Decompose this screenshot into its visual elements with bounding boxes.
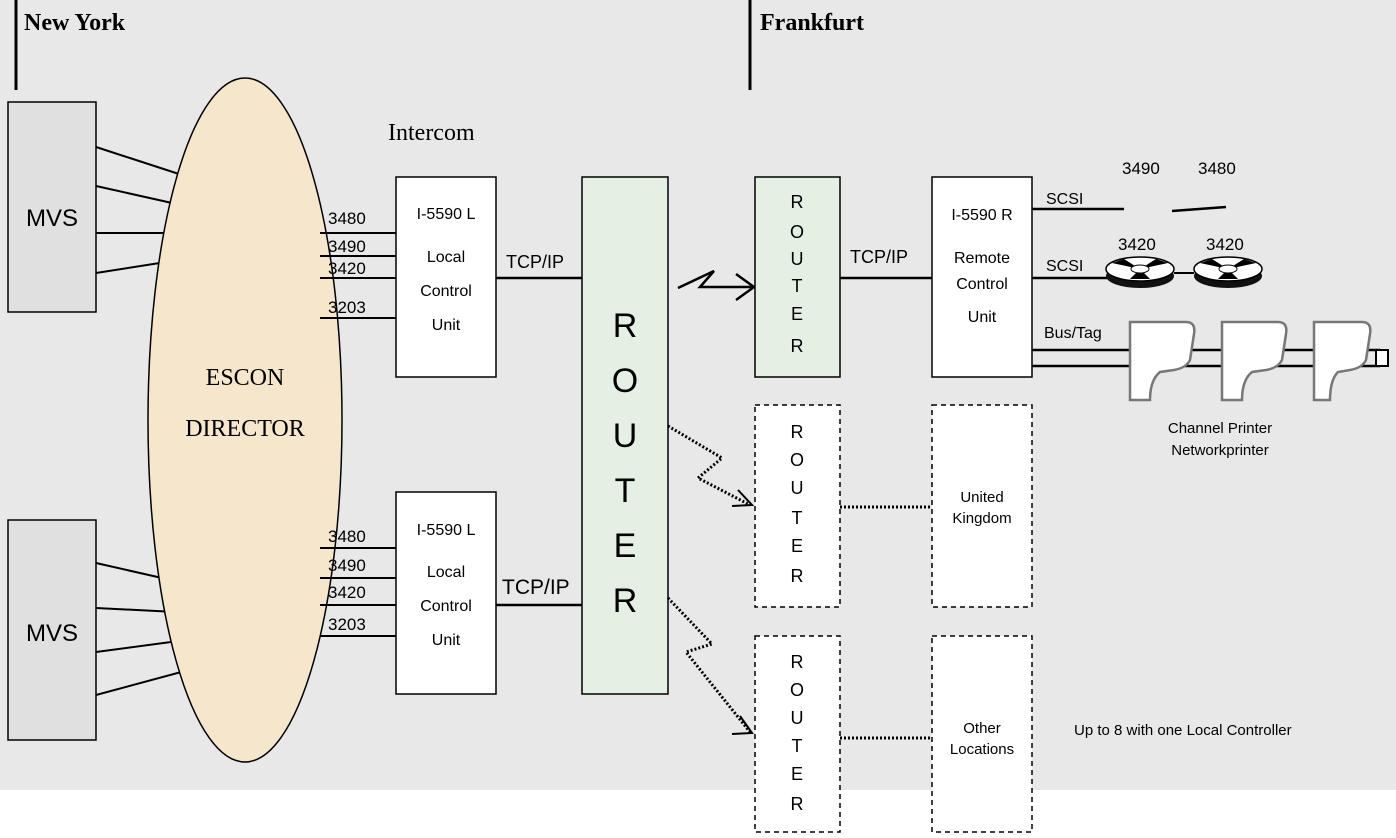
svg-text:R: R	[613, 307, 638, 345]
svg-text:R: R	[791, 652, 804, 672]
channel-label-3420-bottom: 3420	[328, 583, 366, 602]
svg-text:E: E	[791, 764, 803, 784]
channel-label-3203-top: 3203	[328, 298, 366, 317]
local-unit-title-bottom: I-5590 L	[417, 522, 476, 539]
mvs-box-top	[7, 101, 97, 313]
bus-tag-terminator	[1375, 349, 1389, 367]
reel-label-3420-right: 3420	[1206, 235, 1244, 254]
local-unit-line3-bottom: Unit	[432, 632, 461, 649]
local-unit-title-top: I-5590 L	[417, 206, 476, 223]
svg-text:U: U	[791, 249, 804, 269]
svg-text:R: R	[791, 336, 804, 356]
svg-text:U: U	[791, 708, 804, 728]
svg-text:O: O	[790, 222, 804, 242]
tape-reel-left-icon	[1105, 256, 1175, 288]
escon-label-line2: DIRECTOR	[185, 416, 305, 442]
escon-label-line1: ESCON	[206, 365, 285, 391]
other-label-line1: Other	[963, 720, 1001, 737]
router-other	[754, 635, 841, 833]
controller-note: Up to 8 with one Local Controller	[1074, 722, 1292, 739]
remote-unit-line3: Unit	[968, 309, 997, 326]
other-location-box	[931, 635, 1033, 833]
frankfurt-label: Frankfurt	[760, 10, 864, 36]
local-control-unit-bottom	[395, 491, 497, 695]
bus-tag-label: Bus/Tag	[1044, 325, 1102, 342]
channel-printer-1-icon	[1128, 320, 1196, 402]
uk-location-box	[931, 404, 1033, 608]
intercom-label: Intercom	[388, 120, 475, 146]
svg-text:T: T	[615, 472, 636, 510]
printers-label-line2: Networkprinter	[1171, 442, 1269, 459]
uk-label-line2: Kingdom	[952, 510, 1011, 527]
svg-text:T: T	[792, 508, 803, 528]
wan-link-frankfurt	[677, 269, 757, 302]
channel-links-top	[320, 232, 396, 319]
scsi-label-reels: SCSI	[1046, 258, 1083, 275]
router-uk	[754, 404, 841, 608]
svg-text:U: U	[791, 478, 804, 498]
escon-director	[147, 77, 343, 763]
svg-text:R: R	[791, 192, 804, 212]
main-router-letters: R O U T E R	[612, 307, 638, 620]
remote-unit-line1: Remote	[954, 250, 1010, 267]
svg-text:R: R	[613, 582, 638, 620]
other-label-line2: Locations	[950, 741, 1014, 758]
svg-text:R: R	[791, 422, 804, 442]
channel-label-3480-bottom: 3480	[328, 527, 366, 546]
svg-text:U: U	[613, 417, 638, 455]
mvs-label-top: MVS	[26, 205, 78, 232]
svg-text:E: E	[791, 304, 803, 324]
svg-text:T: T	[792, 736, 803, 756]
tape-label-3490: 3490	[1122, 159, 1160, 178]
local-unit-line3-top: Unit	[432, 317, 461, 334]
channel-label-3203-bottom: 3203	[328, 615, 366, 634]
wan-link-uk	[667, 424, 755, 507]
main-router	[581, 176, 669, 695]
printers-label-line1: Channel Printer	[1168, 420, 1272, 437]
router-frankfurt-letters: R O U T E R	[790, 192, 804, 356]
tape-3480-link	[1171, 205, 1227, 213]
local-unit-line1-top: Local	[427, 249, 465, 266]
mvs-label-bottom: MVS	[26, 620, 78, 647]
scsi-label-top: SCSI	[1046, 191, 1083, 208]
channel-label-3490-bottom: 3490	[328, 556, 366, 575]
channel-label-3490-top: 3490	[328, 237, 366, 256]
wan-link-other	[666, 596, 754, 735]
channel-printer-2-icon	[1220, 320, 1288, 402]
svg-text:E: E	[614, 527, 637, 565]
channel-label-3480-top: 3480	[328, 209, 366, 228]
tcpip-label-top: TCP/IP	[506, 252, 564, 272]
router-uk-letters: R O U T E R	[790, 422, 804, 586]
svg-text:T: T	[792, 276, 803, 296]
remote-unit-title: I-5590 R	[951, 207, 1012, 224]
channel-label-3420-top: 3420	[328, 259, 366, 278]
local-control-unit-top	[395, 176, 497, 378]
svg-text:R: R	[791, 794, 804, 814]
uk-label-line1: United	[960, 489, 1003, 506]
channel-links-bottom	[320, 547, 396, 637]
router-other-letters: R O U T E R	[790, 652, 804, 814]
router-frankfurt	[754, 176, 841, 378]
tcpip-label-bottom: TCP/IP	[502, 576, 570, 599]
svg-text:O: O	[612, 362, 638, 400]
mvs-box-bottom	[7, 519, 97, 741]
local-unit-line2-top: Control	[420, 283, 472, 300]
tape-label-3480: 3480	[1198, 159, 1236, 178]
svg-text:O: O	[790, 680, 804, 700]
remote-control-unit	[931, 176, 1033, 378]
local-unit-line2-bottom: Control	[420, 598, 472, 615]
new-york-label: New York	[24, 10, 126, 36]
tape-reel-right-icon	[1193, 256, 1263, 288]
svg-text:E: E	[791, 536, 803, 556]
channel-printer-3-icon	[1312, 320, 1372, 402]
local-unit-line1-bottom: Local	[427, 564, 465, 581]
reel-label-3420-left: 3420	[1118, 235, 1156, 254]
remote-unit-line2: Control	[956, 276, 1008, 293]
svg-text:R: R	[791, 566, 804, 586]
tcpip-label-frankfurt: TCP/IP	[850, 247, 908, 267]
svg-text:O: O	[790, 450, 804, 470]
